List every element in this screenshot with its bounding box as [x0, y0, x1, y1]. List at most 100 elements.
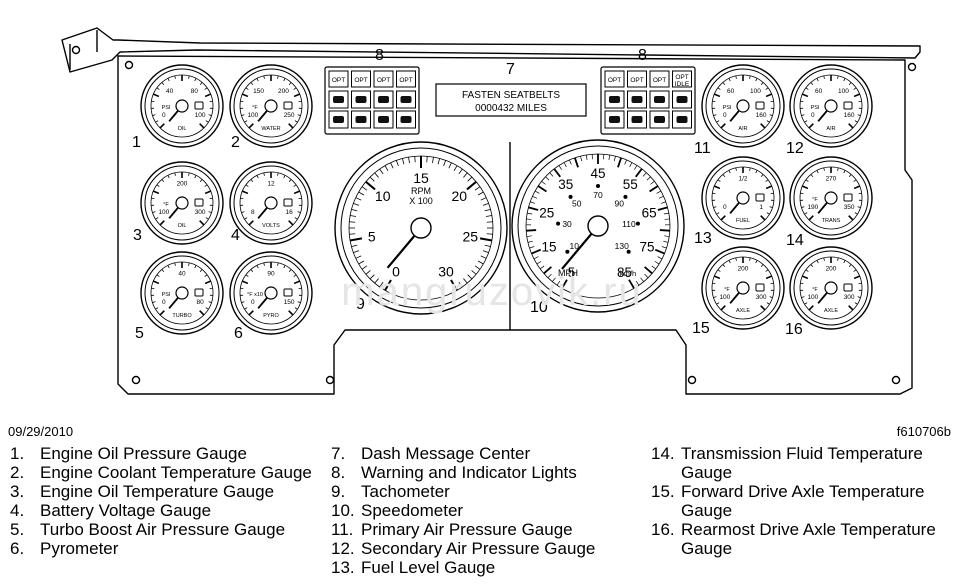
tach-tick: [395, 160, 399, 167]
gauge-tick-label: 250: [284, 112, 295, 119]
gauge-tick: [765, 87, 769, 90]
legend-item: 13.Fuel Level Gauge: [331, 558, 631, 577]
gauge-tick-label: 60: [815, 88, 823, 95]
opt-label: OPT: [354, 77, 367, 84]
gauge-rim: [793, 160, 869, 236]
tach-tick: [474, 186, 481, 191]
speedo-mph-label: 5: [568, 265, 576, 280]
gauge-tick: [156, 87, 160, 90]
legend-item: 9.Tachometer: [331, 482, 631, 501]
tach-tick: [474, 265, 481, 270]
gauge-tick: [283, 78, 286, 82]
opt-label: OPT: [630, 77, 643, 84]
tach-tick: [384, 279, 392, 291]
gauge-callout-number: 1: [132, 134, 141, 151]
gauge-tick: [808, 305, 814, 311]
gauge-tick: [854, 120, 858, 123]
axle-icon: [843, 283, 853, 292]
gauge-callout-number: 12: [786, 140, 804, 157]
gauge-tick: [857, 206, 861, 208]
speedo-tick: [526, 235, 532, 237]
speedo-mph-label: 35: [558, 177, 573, 192]
opt-light: [396, 70, 416, 88]
gauge-tick: [810, 174, 814, 177]
gauge-tick: [728, 260, 731, 264]
gauge-tick-label: 160: [756, 112, 767, 119]
gauge-tick: [293, 87, 297, 90]
gauge-tick: [760, 174, 764, 177]
tach-tick: [479, 237, 493, 242]
gauge-tick: [843, 78, 846, 82]
gauge-tick-label: 100: [247, 112, 258, 119]
indicator-symbol-icon: [676, 116, 688, 123]
gauge-tick-label: 150: [253, 88, 264, 95]
fuel-pump-icon: [755, 193, 765, 202]
tach-tick: [484, 244, 491, 248]
speedo-tick: [658, 195, 664, 199]
gauge-callout-number: 3: [133, 227, 142, 244]
tach-tick: [463, 278, 468, 284]
tach-tick-label: 5: [368, 229, 376, 245]
opt-light: [373, 70, 394, 88]
gauge-tick: [256, 78, 259, 82]
gauge-tick: [153, 190, 160, 195]
gauge-tick: [802, 185, 809, 190]
tach-tick: [443, 160, 447, 167]
gauge-tick: [167, 78, 170, 82]
opt-label: OPT: [608, 77, 621, 84]
speedo-callout-number: 10: [530, 299, 548, 316]
gauge-tick: [837, 257, 839, 261]
tach-tick: [482, 250, 489, 254]
gauge-tick: [245, 87, 249, 90]
gauge-tick-label: 350: [844, 204, 855, 211]
gauge-hub: [824, 281, 838, 295]
speedo-tick: [536, 261, 542, 265]
gauge-tick: [749, 75, 751, 79]
gauge-tick: [853, 269, 857, 272]
gauge-tick: [199, 123, 205, 129]
speedo-tick: [651, 265, 657, 270]
gauge-tick: [848, 305, 854, 311]
gauge-tick: [722, 264, 726, 267]
tach-tick: [477, 191, 484, 196]
tach-tick-label: 30: [438, 263, 454, 279]
gauge-tick: [161, 269, 165, 272]
speedo-tick: [556, 280, 561, 286]
gauge-tick: [199, 82, 203, 85]
speedo-kmh-dot: [568, 194, 573, 199]
gauge-tick: [805, 269, 809, 272]
gauge-tick-label: 150: [284, 299, 295, 306]
tach-tick: [355, 197, 362, 201]
gauge-tick: [244, 120, 248, 123]
gauge-unit: PSI: [162, 292, 171, 298]
speedo-tick: [537, 185, 547, 193]
gauge-tick: [804, 212, 808, 215]
tach-tick-label: 15: [413, 170, 429, 186]
speedo-mph-label: 55: [623, 177, 638, 192]
legend-text: Dash Message Center: [361, 444, 531, 463]
gauge-tick: [714, 185, 721, 190]
tach-tick: [351, 244, 358, 248]
tach-tick: [467, 176, 473, 182]
gauge-tick-label: 300: [844, 294, 855, 301]
dash-trim-inner: [69, 30, 98, 70]
tach-tick: [369, 176, 375, 182]
gauge-tick: [155, 307, 159, 310]
tach-tick: [426, 156, 428, 163]
speedo-tick: [649, 185, 659, 193]
gauge-tick: [823, 75, 825, 79]
indicator-symbol-icon: [333, 116, 344, 123]
gauge-tick-label: 0: [811, 112, 815, 119]
legend-item: 4.Battery Voltage Gauge: [10, 501, 310, 520]
legend-text: Primary Air Pressure Gauge: [361, 520, 573, 539]
gauge-tick: [199, 179, 203, 182]
gauge-tick: [713, 296, 717, 298]
gauge-tick: [194, 175, 197, 179]
gauge-label: PYRO: [263, 313, 279, 319]
legend-item: 11.Primary Air Pressure Gauge: [331, 520, 631, 539]
gauge-label: AXLE: [824, 308, 838, 314]
gauge-tick-label: 0: [251, 299, 255, 306]
gauge-tick: [244, 307, 248, 310]
